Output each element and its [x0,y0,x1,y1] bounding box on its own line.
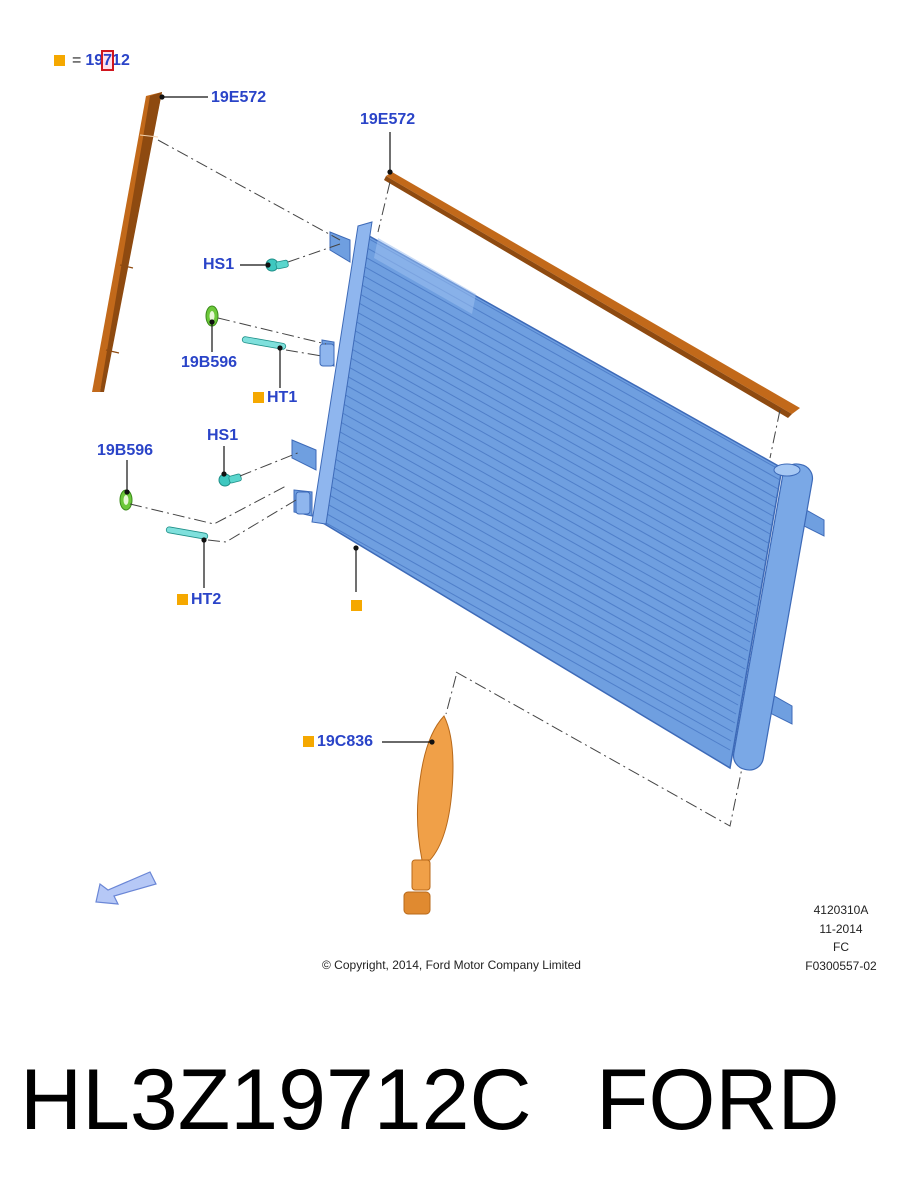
dryer-cartridge [403,715,454,915]
callout-19c836: 19C836 [303,733,373,751]
callout-ht1-label: HT1 [267,389,298,406]
callout-seal-left: 19E572 [211,89,267,106]
meta-region: FC [833,940,849,954]
bolt-hs1-upper [265,258,289,272]
bolt-hs1-lower [218,473,242,487]
callout-ht1: HT1 [253,389,297,407]
callout-19c836-label: 19C836 [317,733,374,750]
grommet-19b596-upper [205,305,219,327]
meta-date: 11-2014 [819,921,863,936]
condenser-core [311,221,814,771]
exploded-parts-diagram [92,92,825,915]
callout-19b596-lower: 19B596 [97,442,154,459]
legend-prefix: 19 [85,52,104,69]
top-seal-strip [384,172,800,418]
part-number: HL3Z19712C [20,1052,532,1148]
callout-ht2-label: HT2 [191,591,222,608]
condenser-fittings [295,343,335,515]
assembly-lines [129,139,781,827]
grommet-19b596-lower [119,489,133,511]
diagram-meta: 4120310A 11-2014 FC F0300557-02 [798,901,884,975]
legend-equals: = [72,52,82,69]
meta-code: 4120310A [813,903,869,917]
marker-square-icon [54,55,65,66]
leader-lines [124,94,435,745]
pin-ht1 [241,336,287,350]
meta-doc: F0300557-02 [805,958,877,973]
pin-ht2 [165,526,209,540]
callout-seal-top: 19E572 [360,111,416,128]
marker-square-icon [351,600,362,611]
copyright-notice: © Copyright, 2014, Ford Motor Company Li… [322,958,581,972]
callout-19b596-upper: 19B596 [181,354,238,371]
marker-square-icon [303,736,314,747]
marker-square-icon [253,392,264,403]
callout-hs1-lower: HS1 [207,427,239,444]
callout-hs1-upper: HS1 [203,256,235,273]
callout-ht2: HT2 [177,591,221,609]
legend: =19712 [54,50,130,71]
marker-square-icon [177,594,188,605]
brand-name: FORD [596,1052,840,1148]
left-seal-strip [92,92,162,392]
legend-suffix: 12 [112,52,130,69]
front-direction-arrow-icon [95,871,157,905]
legend-highlight: 7 [101,50,115,71]
callout-condenser [351,597,365,615]
